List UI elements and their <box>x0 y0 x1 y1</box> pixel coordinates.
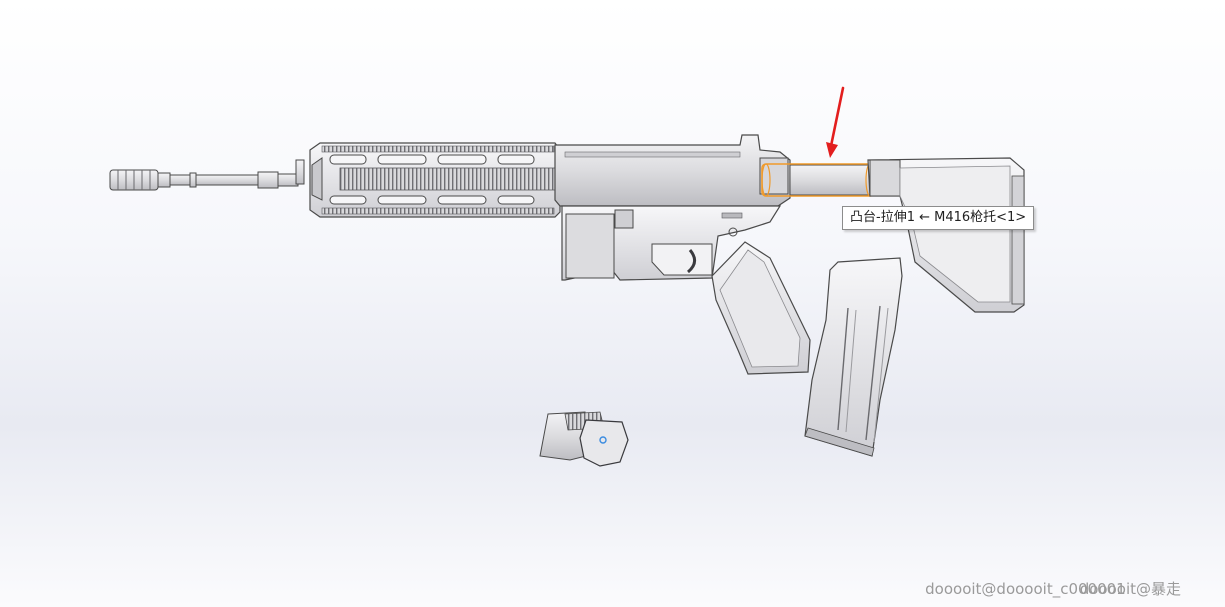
loose-sight-part[interactable] <box>539 411 629 467</box>
lower-receiver[interactable] <box>561 205 782 281</box>
watermark-part1: dooooit@dooooit_c000001 <box>925 580 1126 598</box>
arrow-down-icon <box>826 86 845 158</box>
upper-receiver[interactable] <box>554 134 791 207</box>
selection-tooltip: 凸台-拉伸1 ← M416枪托<1> <box>842 206 1035 230</box>
watermark: dooooit@dooooit_c000001dooooit@暴走 <box>925 578 1181 599</box>
handguard[interactable] <box>309 142 561 218</box>
barrel-assembly[interactable] <box>109 159 305 191</box>
pistol-grip[interactable] <box>711 241 811 375</box>
watermark-part2: dooooit@暴走 <box>1079 580 1181 598</box>
magazine[interactable] <box>804 257 903 457</box>
